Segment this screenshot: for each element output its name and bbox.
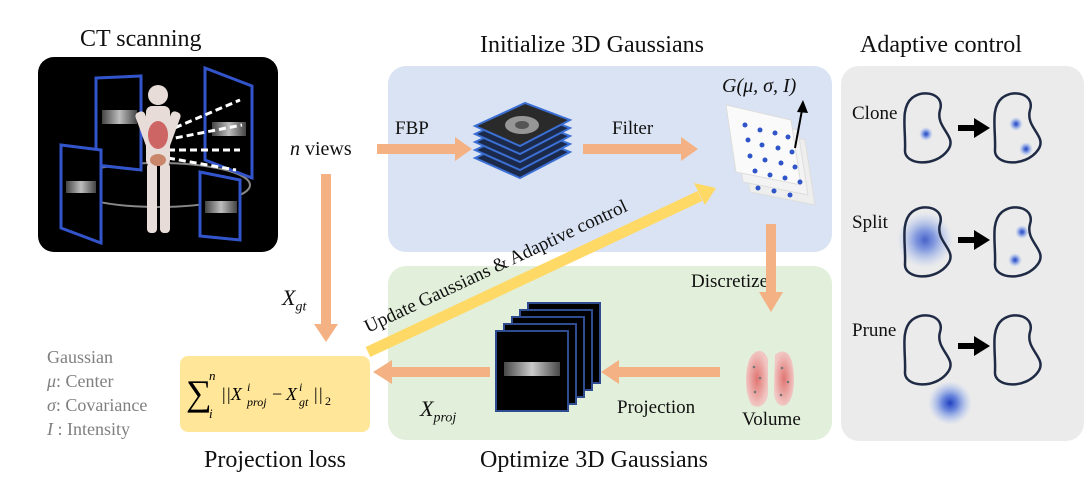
volume-label: Volume: [742, 409, 801, 430]
legend-heading: Gaussian: [47, 347, 113, 367]
discretize-label: Discretize: [691, 271, 769, 292]
x-proj-base: X: [420, 396, 434, 421]
legend-sigma: σ: Covariance: [47, 395, 148, 415]
projection-loss-box: [180, 356, 370, 432]
optimize-title: Optimize 3D Gaussians: [480, 447, 708, 473]
x-gt-base: X: [282, 285, 296, 310]
arrow-views-to-loss-shaft: [321, 174, 331, 326]
x-proj-label: Xproj: [420, 396, 456, 426]
split-label: Split: [852, 212, 888, 233]
projection-loss-title: Projection loss: [204, 447, 346, 473]
n-symbol: n: [290, 138, 300, 160]
adaptive-control-title: Adaptive control: [860, 32, 1022, 58]
views-text: views: [300, 138, 352, 160]
legend-intensity: I : Intensity: [47, 419, 130, 439]
projection-label: Projection: [617, 397, 696, 418]
n-views-label: n views: [290, 138, 352, 161]
arrow-views-to-loss-head: [314, 324, 338, 342]
clone-label: Clone: [852, 103, 898, 124]
prune-label: Prune: [852, 320, 897, 341]
x-gt-sub: gt: [295, 299, 307, 315]
gaussian-legend: Gaussian μ: Center σ: Covariance I : Int…: [47, 345, 147, 441]
legend-mu: μ: Center: [47, 371, 114, 391]
ct-scanning-panel: [38, 57, 278, 252]
initialize-title: Initialize 3D Gaussians: [480, 32, 704, 58]
x-gt-label: Xgt: [282, 285, 306, 315]
filter-label: Filter: [612, 118, 654, 139]
fbp-label: FBP: [395, 118, 429, 139]
ct-scanning-title: CT scanning: [80, 26, 202, 52]
x-proj-sub: proj: [433, 410, 457, 426]
gaussian-function-label: G(μ, σ, I): [722, 75, 797, 97]
